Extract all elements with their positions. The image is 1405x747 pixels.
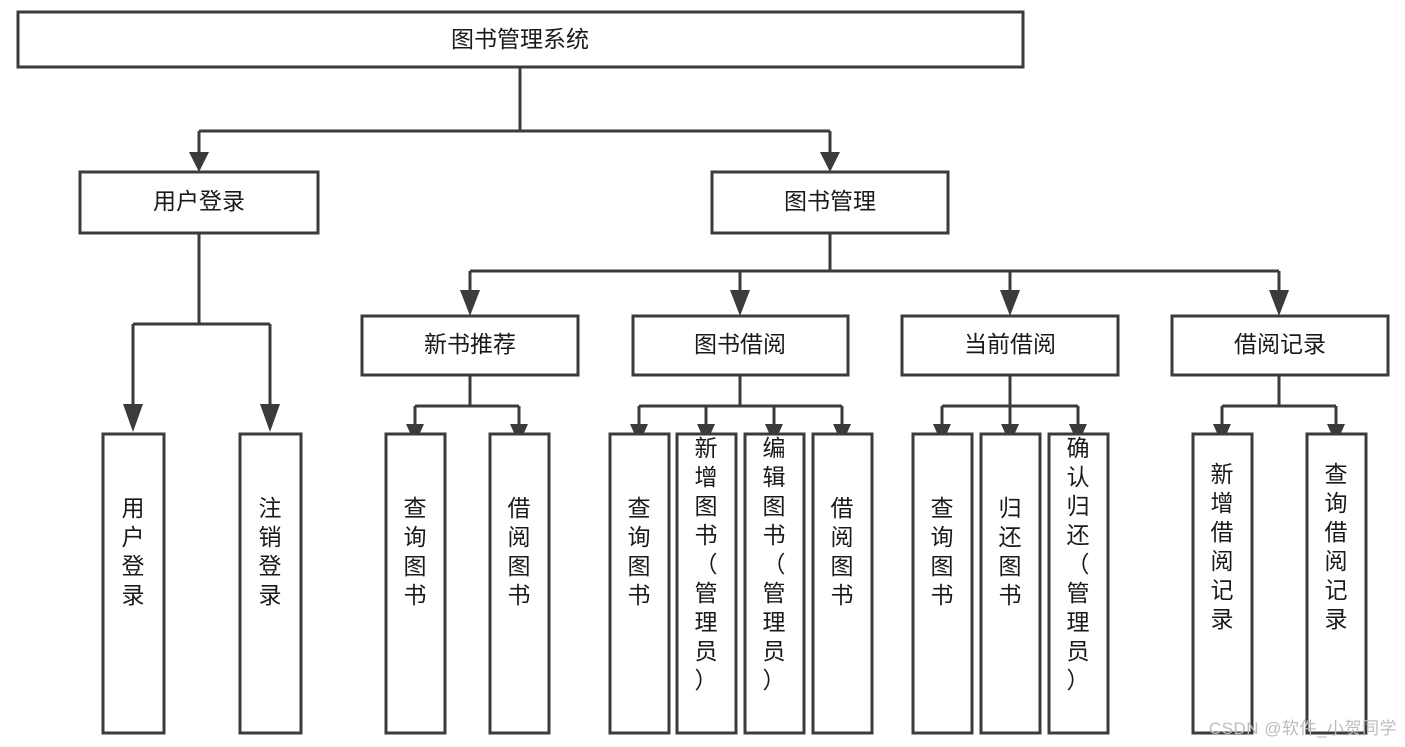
leaf-node[interactable]: 新增借阅记录 bbox=[1191, 432, 1254, 735]
node-current-borrow-label: 当前借阅 bbox=[964, 331, 1056, 357]
leaf-node[interactable]: 新增图书（管理员） bbox=[675, 432, 738, 735]
arrow-head-icon bbox=[260, 404, 280, 432]
arrow-head-icon bbox=[820, 152, 840, 172]
connector-bookmgmt-to-level3 bbox=[468, 233, 1281, 290]
arrow-head-icon bbox=[123, 404, 143, 432]
node-book-management-label: 图书管理 bbox=[784, 188, 876, 214]
leaf-label-vertical: 查询图书 bbox=[404, 495, 427, 608]
connector-userlogin-to-leaves bbox=[131, 233, 272, 404]
node-root-system[interactable]: 图书管理系统 bbox=[16, 10, 1025, 69]
node-book-borrow-label: 图书借阅 bbox=[694, 331, 786, 357]
node-borrow-record[interactable]: 借阅记录 bbox=[1170, 314, 1390, 377]
connector-root-to-level2 bbox=[197, 67, 832, 152]
arrow-head-icon bbox=[730, 290, 750, 316]
connector-bookborrow-to-leaves bbox=[637, 375, 844, 424]
leaf-label-vertical: 查询图书 bbox=[628, 495, 651, 608]
node-user-login[interactable]: 用户登录 bbox=[78, 170, 320, 235]
leaf-label-vertical: 新增借阅记录 bbox=[1211, 461, 1234, 632]
leaf-label-vertical: 借阅图书 bbox=[508, 495, 531, 608]
leaf-label-vertical: 查询图书 bbox=[931, 495, 954, 608]
node-book-borrow[interactable]: 图书借阅 bbox=[631, 314, 850, 377]
leaf-node[interactable]: 查询图书 bbox=[384, 432, 447, 735]
arrow-head-icon bbox=[1269, 290, 1289, 316]
node-user-login-label: 用户登录 bbox=[153, 188, 245, 214]
connector-newbook-to-leaves bbox=[413, 375, 521, 424]
leaf-node[interactable]: 注销登录 bbox=[238, 432, 303, 735]
arrow-head-icon bbox=[189, 152, 209, 172]
leaf-label-vertical: 用户登录 bbox=[122, 495, 145, 608]
leaf-label-vertical: 编辑图书（管理员） bbox=[763, 435, 786, 693]
leaf-label-vertical: 新增图书（管理员） bbox=[695, 435, 718, 693]
connectors-layer bbox=[123, 67, 1345, 444]
arrow-head-icon bbox=[1000, 290, 1020, 316]
leaf-node[interactable]: 编辑图书（管理员） bbox=[743, 432, 806, 735]
leaf-node[interactable]: 查询借阅记录 bbox=[1305, 432, 1368, 735]
node-current-borrow[interactable]: 当前借阅 bbox=[900, 314, 1120, 377]
node-new-book-recommend[interactable]: 新书推荐 bbox=[360, 314, 580, 377]
leaf-node[interactable]: 查询图书 bbox=[911, 432, 974, 735]
leaf-label-vertical: 确认归还（管理员） bbox=[1067, 435, 1090, 693]
leaf-node[interactable]: 用户登录 bbox=[101, 432, 166, 735]
node-new-book-recommend-label: 新书推荐 bbox=[424, 331, 516, 357]
leaf-node[interactable]: 借阅图书 bbox=[488, 432, 551, 735]
leaf-node[interactable]: 确认归还（管理员） bbox=[1047, 432, 1110, 735]
leaf-label-vertical: 查询借阅记录 bbox=[1325, 461, 1348, 632]
leaf-label-vertical: 借阅图书 bbox=[831, 495, 854, 608]
arrow-head-icon bbox=[460, 290, 480, 316]
connector-borrowrecord-to-leaves bbox=[1220, 375, 1338, 424]
leaf-label-vertical: 注销登录 bbox=[259, 495, 282, 608]
leaf-node[interactable]: 归还图书 bbox=[979, 432, 1042, 735]
leaf-node[interactable]: 查询图书 bbox=[608, 432, 671, 735]
node-book-management[interactable]: 图书管理 bbox=[710, 170, 950, 235]
connector-currentborrow-to-leaves bbox=[940, 375, 1080, 424]
leaf-label-vertical: 归还图书 bbox=[999, 495, 1022, 608]
node-borrow-record-label: 借阅记录 bbox=[1234, 331, 1326, 357]
leaf-node[interactable]: 借阅图书 bbox=[811, 432, 874, 735]
node-root-label: 图书管理系统 bbox=[451, 26, 589, 52]
